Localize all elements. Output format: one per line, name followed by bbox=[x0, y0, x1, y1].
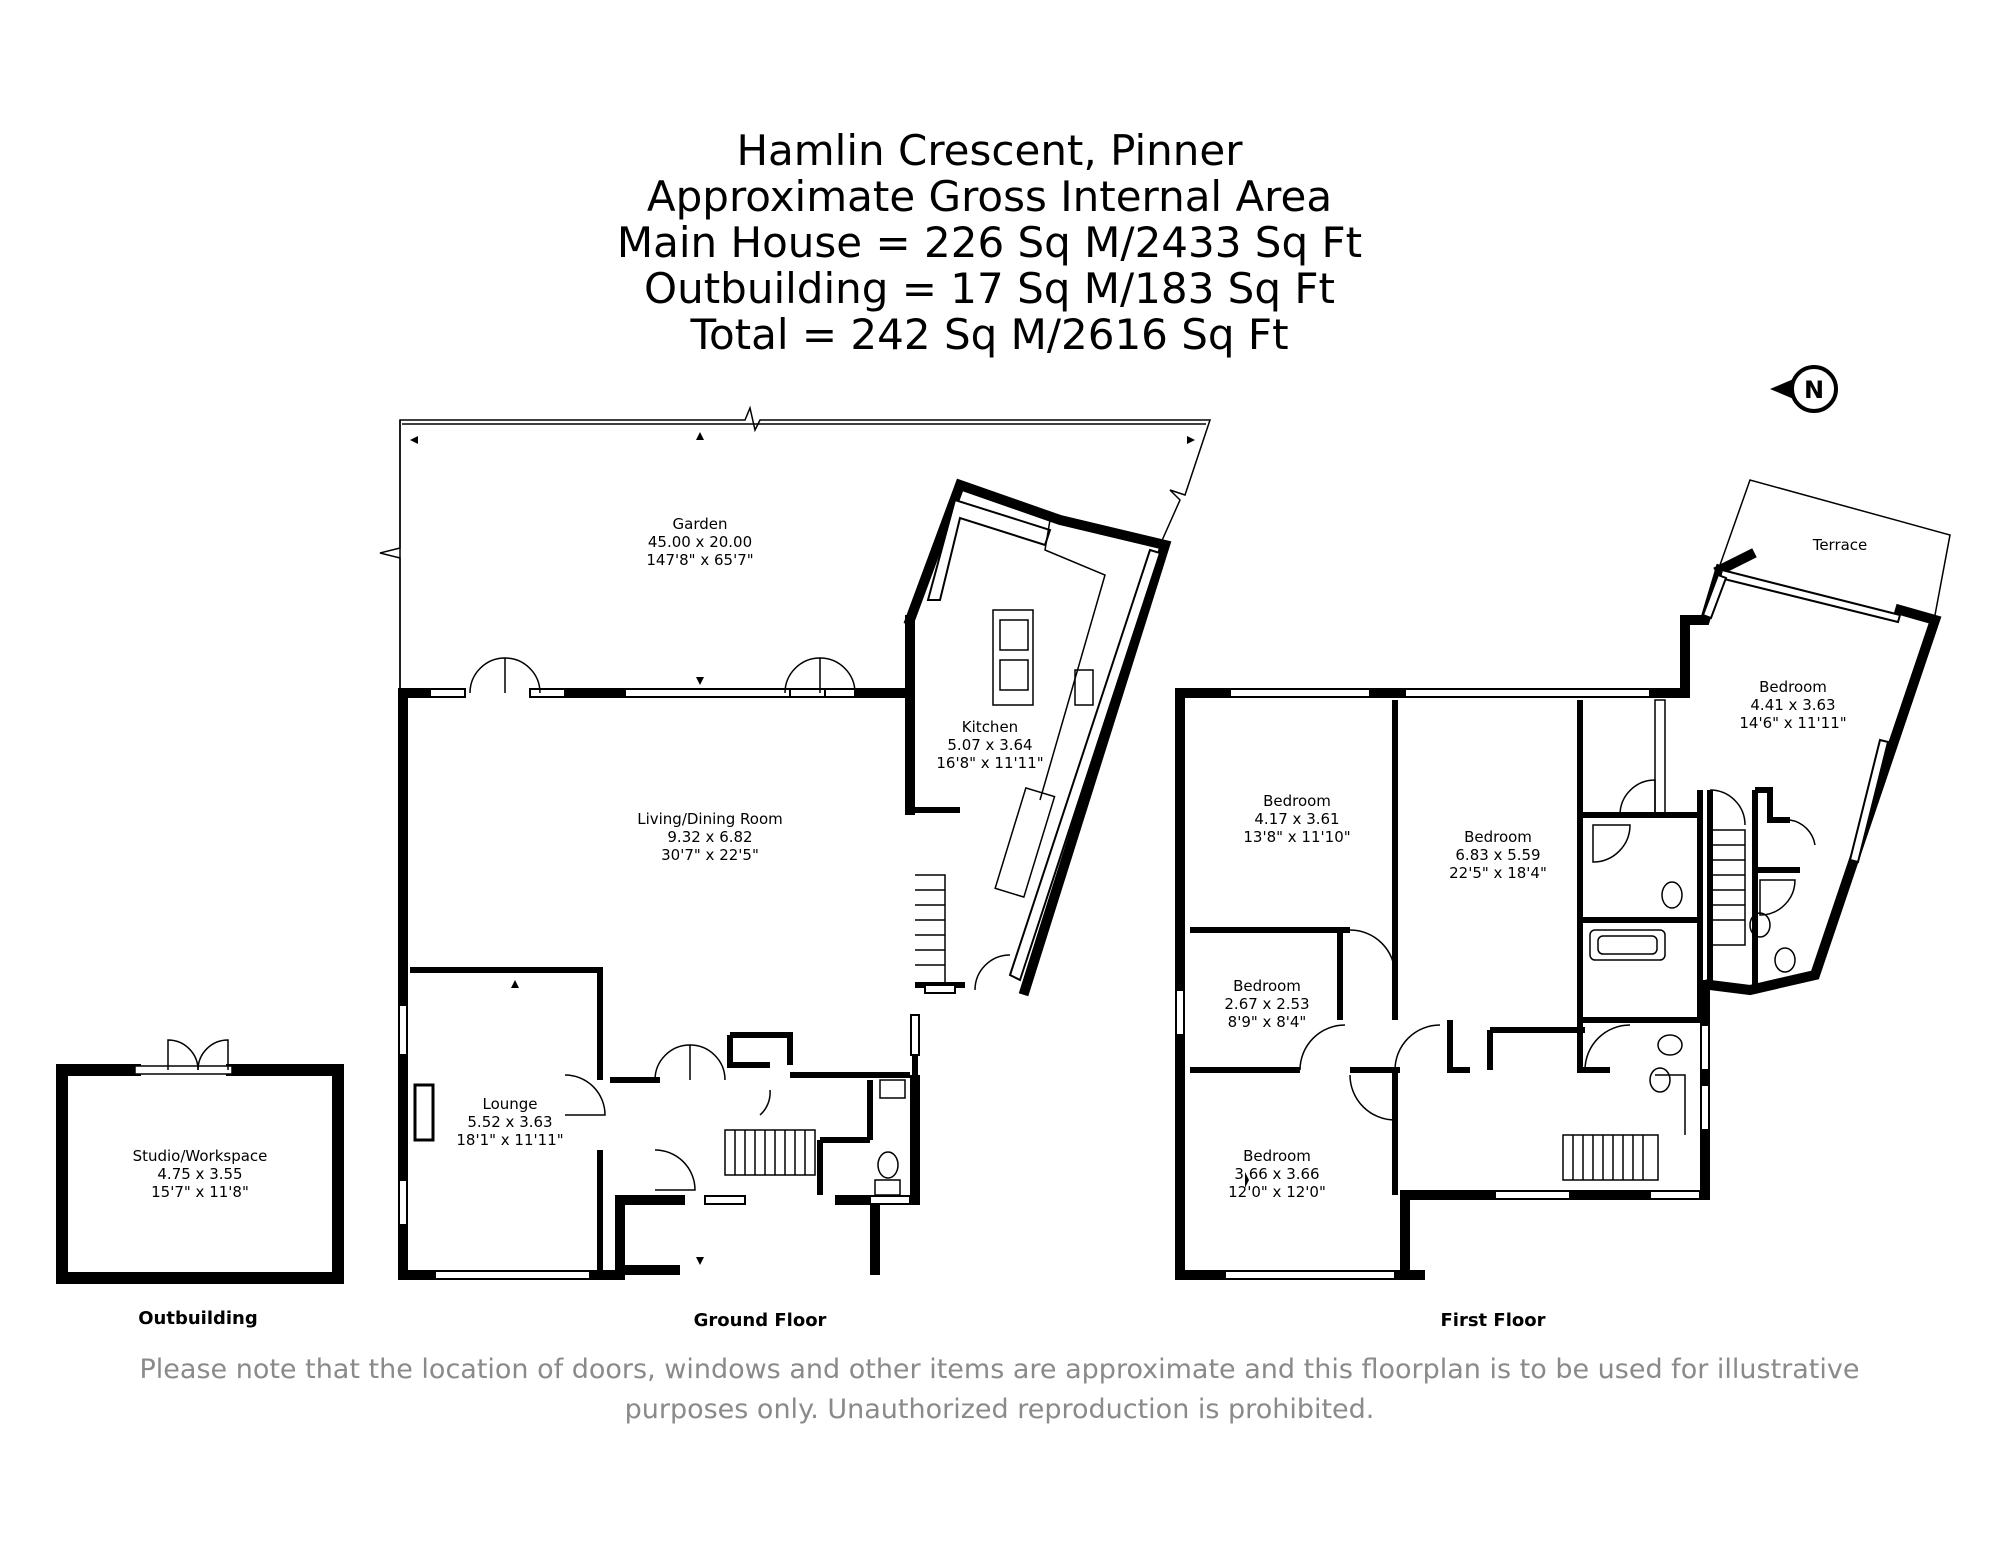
main-house-area: Main House = 226 Sq M/2433 Sq Ft bbox=[616, 218, 1363, 267]
room-metric: 5.52 x 3.63 bbox=[467, 1113, 553, 1131]
room-imperial: 22'5" x 18'4" bbox=[1449, 864, 1547, 882]
room-imperial: 13'8" x 11'10" bbox=[1243, 828, 1351, 846]
room-bedroom-1: Bedroom 4.17 x 3.61 13'8" x 11'10" bbox=[1243, 792, 1350, 846]
room-metric: 9.32 x 6.82 bbox=[667, 828, 753, 846]
terrace-outline bbox=[1719, 479, 1951, 616]
room-bedroom-3: Bedroom 4.41 x 3.63 14'6" x 11'11" bbox=[1739, 678, 1846, 732]
room-name: Terrace bbox=[1812, 536, 1868, 554]
room-terrace: Terrace bbox=[1813, 536, 1868, 554]
room-name: Living/Dining Room bbox=[637, 810, 783, 828]
first-floor-doors bbox=[1299, 699, 1816, 1121]
room-metric: 45.00 x 20.00 bbox=[647, 533, 753, 551]
ground-floor-windows bbox=[398, 498, 1162, 1280]
outbuilding-walls bbox=[56, 1064, 344, 1284]
room-living-dining: Living/Dining Room 9.32 x 6.82 30'7" x 2… bbox=[637, 810, 783, 864]
floor-label-first: First Floor bbox=[1440, 1310, 1546, 1331]
room-name: Kitchen bbox=[961, 718, 1019, 736]
room-imperial: 8'9" x 8'4" bbox=[1227, 1013, 1307, 1031]
first-floor-stairs bbox=[1562, 829, 1746, 1181]
room-bedroom-4: Bedroom 2.67 x 2.53 8'9" x 8'4" bbox=[1224, 977, 1309, 1031]
kitchen-island bbox=[992, 519, 1106, 899]
room-metric: 3.66 x 3.66 bbox=[1234, 1165, 1320, 1183]
room-imperial: 15'7" x 11'8" bbox=[151, 1183, 249, 1201]
room-name: Bedroom bbox=[1464, 828, 1532, 846]
room-metric: 6.83 x 5.59 bbox=[1455, 846, 1541, 864]
outbuilding-doors bbox=[134, 1039, 233, 1075]
room-imperial: 12'0" x 12'0" bbox=[1228, 1183, 1326, 1201]
garden-outline bbox=[379, 405, 1212, 695]
ground-floor-internal bbox=[410, 807, 965, 1270]
room-lounge: Lounge 5.52 x 3.63 18'1" x 11'11" bbox=[456, 1095, 563, 1149]
room-name: Bedroom bbox=[1759, 678, 1827, 696]
room-imperial: 14'6" x 11'11" bbox=[1739, 714, 1847, 732]
room-metric: 4.17 x 3.61 bbox=[1254, 810, 1340, 828]
property-title: Hamlin Crescent, Pinner bbox=[736, 126, 1243, 175]
first-floor-windows bbox=[1175, 568, 1902, 1280]
dimension-markers bbox=[410, 432, 1249, 1265]
ground-floor-stairs bbox=[724, 874, 946, 1176]
room-name: Lounge bbox=[482, 1095, 538, 1113]
disclaimer-line-1: Please note that the location of doors, … bbox=[139, 1354, 1860, 1385]
disclaimer-line-2: purposes only. Unauthorized reproduction… bbox=[624, 1394, 1375, 1425]
room-name: Bedroom bbox=[1243, 1147, 1311, 1165]
room-metric: 4.75 x 3.55 bbox=[157, 1165, 243, 1183]
room-name: Studio/Workspace bbox=[132, 1147, 268, 1165]
room-name: Garden bbox=[672, 515, 728, 533]
room-garden: Garden 45.00 x 20.00 147'8" x 65'7" bbox=[646, 515, 753, 569]
room-kitchen: Kitchen 5.07 x 3.64 16'8" x 11'11" bbox=[936, 718, 1043, 772]
first-floor-bathroom-fixtures bbox=[1589, 824, 1796, 1093]
total-area: Total = 242 Sq M/2616 Sq Ft bbox=[690, 310, 1289, 359]
plan-header: Hamlin Crescent, Pinner Approximate Gros… bbox=[0, 128, 1999, 358]
fireplace bbox=[413, 1083, 435, 1142]
floor-label-outbuilding: Outbuilding bbox=[138, 1308, 258, 1329]
room-metric: 2.67 x 2.53 bbox=[1224, 995, 1310, 1013]
outbuilding-area: Outbuilding = 17 Sq M/183 Sq Ft bbox=[644, 264, 1335, 313]
north-compass-icon: N bbox=[1768, 364, 1844, 418]
room-studio: Studio/Workspace 4.75 x 3.55 15'7" x 11'… bbox=[133, 1147, 268, 1201]
area-heading: Approximate Gross Internal Area bbox=[646, 172, 1333, 221]
room-imperial: 30'7" x 22'5" bbox=[661, 846, 759, 864]
room-bedroom-5: Bedroom 3.66 x 3.66 12'0" x 12'0" bbox=[1228, 1147, 1326, 1201]
floor-label-ground: Ground Floor bbox=[693, 1310, 827, 1331]
disclaimer: Please note that the location of doors, … bbox=[0, 1350, 1999, 1430]
ground-floor-doors bbox=[469, 657, 1011, 1191]
room-imperial: 16'8" x 11'11" bbox=[936, 754, 1044, 772]
room-name: Bedroom bbox=[1233, 977, 1301, 995]
room-imperial: 147'8" x 65'7" bbox=[646, 551, 754, 569]
room-metric: 5.07 x 3.64 bbox=[947, 736, 1033, 754]
room-imperial: 18'1" x 11'11" bbox=[456, 1131, 564, 1149]
room-name: Bedroom bbox=[1263, 792, 1331, 810]
ground-floor-wc bbox=[874, 1079, 906, 1196]
room-bedroom-2: Bedroom 6.83 x 5.59 22'5" x 18'4" bbox=[1449, 828, 1547, 882]
room-metric: 4.41 x 3.63 bbox=[1750, 696, 1836, 714]
svg-text:N: N bbox=[1804, 376, 1824, 404]
